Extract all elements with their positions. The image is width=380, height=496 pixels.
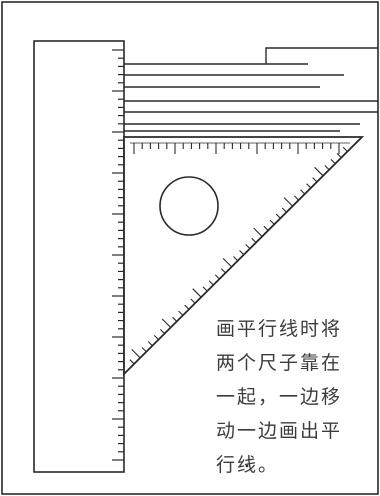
tick-mark [184,304,190,310]
tick-mark [172,316,178,322]
tick-mark [202,286,208,292]
tick-mark [275,213,281,219]
tick-mark [342,146,348,152]
tick-mark [306,183,312,189]
caption-line-3: 一起，一边移 [216,386,343,408]
set-square-hole [159,176,219,236]
ruler-ticks [112,49,124,461]
dot-mark [245,464,249,468]
tick-mark [245,243,251,250]
tick-mark [129,359,135,365]
tick-mark [161,318,172,328]
tick-mark [300,189,306,195]
tick-mark [208,280,214,286]
tick-mark [190,298,196,304]
tick-mark [159,328,165,334]
tick-mark [324,165,330,171]
tick-mark [330,159,336,165]
tick-mark [314,166,324,177]
tick-mark [283,197,293,207]
tick-mark [239,250,245,256]
tick-mark [153,335,159,341]
caption-line-4: 动一边画出平 [216,420,343,442]
tick-mark [263,225,269,231]
straight-ruler [33,40,125,473]
tick-mark [336,152,342,158]
caption-line-2: 两个尺子靠在 [216,352,343,374]
bracket-line [265,47,378,64]
tick-mark [281,207,287,213]
tick-mark [214,274,220,280]
tick-mark [192,288,202,298]
tick-mark [233,256,239,262]
caption-line-5: 行线。 [216,454,280,476]
tick-mark [253,227,263,237]
tick-mark [294,195,300,201]
tick-mark [178,310,184,316]
tick-mark [141,347,147,353]
tick-mark [220,268,226,274]
tick-mark [131,348,141,359]
tick-mark [147,341,153,347]
tick-mark [222,257,233,268]
caption-line-1: 画平行线时将 [216,318,343,340]
parallel-lines [124,63,378,132]
caption: 画平行线时将 两个尺子靠在 一起，一边移 动一边画出平 行线。 [216,312,366,482]
set-square-ticks [129,143,348,365]
tick-mark [251,237,257,243]
tick-mark [269,219,275,225]
tick-mark [312,177,318,183]
